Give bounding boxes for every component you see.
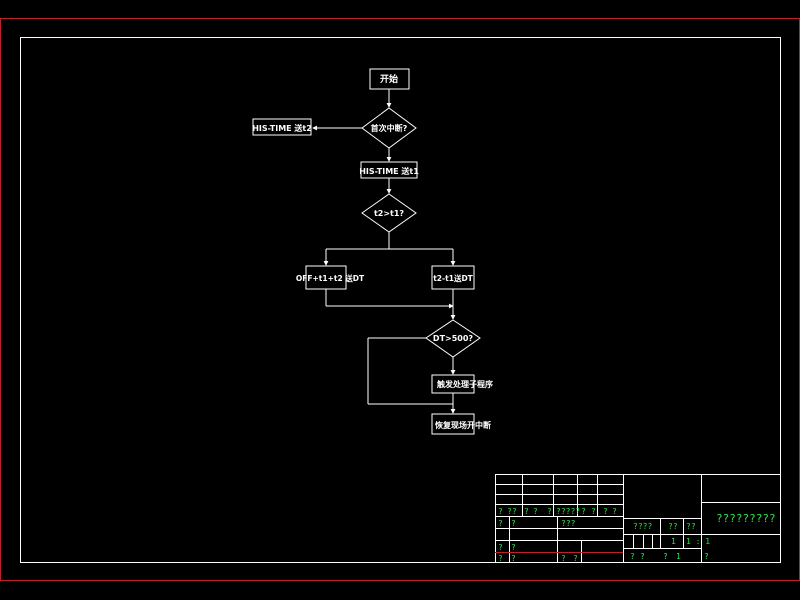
his-time-t1-label: HIS-TIME 送t1: [359, 166, 419, 176]
dt-label: DT>500?: [433, 334, 474, 343]
tb-r5-3: ?: [533, 507, 538, 516]
tb-b2-5: 1: [676, 552, 681, 561]
tb-weight-label: ??: [668, 522, 678, 531]
branch-left-label: OFF+t1+t2 送DT: [296, 273, 365, 283]
tb-r5-8: ?: [603, 507, 608, 516]
tb-r5-2: ?: [524, 507, 529, 516]
outer-frame: [0, 18, 800, 581]
inner-frame: [20, 37, 781, 563]
tb-r5-0: ?: [498, 507, 503, 516]
first-interrupt-label: 首次中断?: [371, 123, 408, 133]
tb-b2-4: ?: [663, 552, 668, 561]
t2-gt-t1-label: t2>t1?: [374, 209, 404, 218]
tb-r5-6: ?: [581, 507, 586, 516]
tb-r6-0: ?: [498, 519, 503, 528]
tb-bm-0: ?: [561, 554, 566, 563]
his-time-t2-box: [252, 118, 312, 136]
tb-scale-a: 1: [671, 537, 676, 546]
tb-b2-1: ?: [511, 554, 516, 563]
tb-scale-b: 1 : 1: [686, 537, 710, 546]
his-time-t2-label: HIS-TIME 送t2: [252, 123, 312, 133]
tb-r6-1: ?: [511, 519, 516, 528]
tb-b2-3: ?: [640, 552, 645, 561]
tb-r5-9: ?: [612, 507, 617, 516]
tb-bl-1: ?: [511, 543, 516, 552]
tb-bm-1: ?: [573, 554, 578, 563]
tb-sheet-label: ??: [686, 522, 696, 531]
start-label: 开始: [380, 73, 398, 85]
tb-r5-1: ??: [507, 507, 517, 516]
tb-b2-2: ?: [630, 552, 635, 561]
tb-scale-label: ????: [633, 522, 652, 531]
restore-box: [431, 413, 475, 435]
tb-last-mark: ?: [704, 552, 709, 561]
tb-r5-5: ?????: [556, 507, 580, 516]
tb-bl-0: ?: [498, 543, 503, 552]
tb-b2-0: ?: [498, 554, 503, 563]
restore-label: 恢复现场开中断: [435, 420, 491, 430]
drawing-title: ?????????: [716, 512, 776, 525]
subroutine-label: 触发处理子程序: [437, 379, 493, 389]
tb-r5-4: ?: [547, 507, 552, 516]
branch-right-label: t2-t1送DT: [433, 273, 473, 283]
tb-r6-mid: ???: [561, 519, 576, 528]
flowchart: [252, 68, 481, 435]
tb-r5-7: ?: [591, 507, 596, 516]
